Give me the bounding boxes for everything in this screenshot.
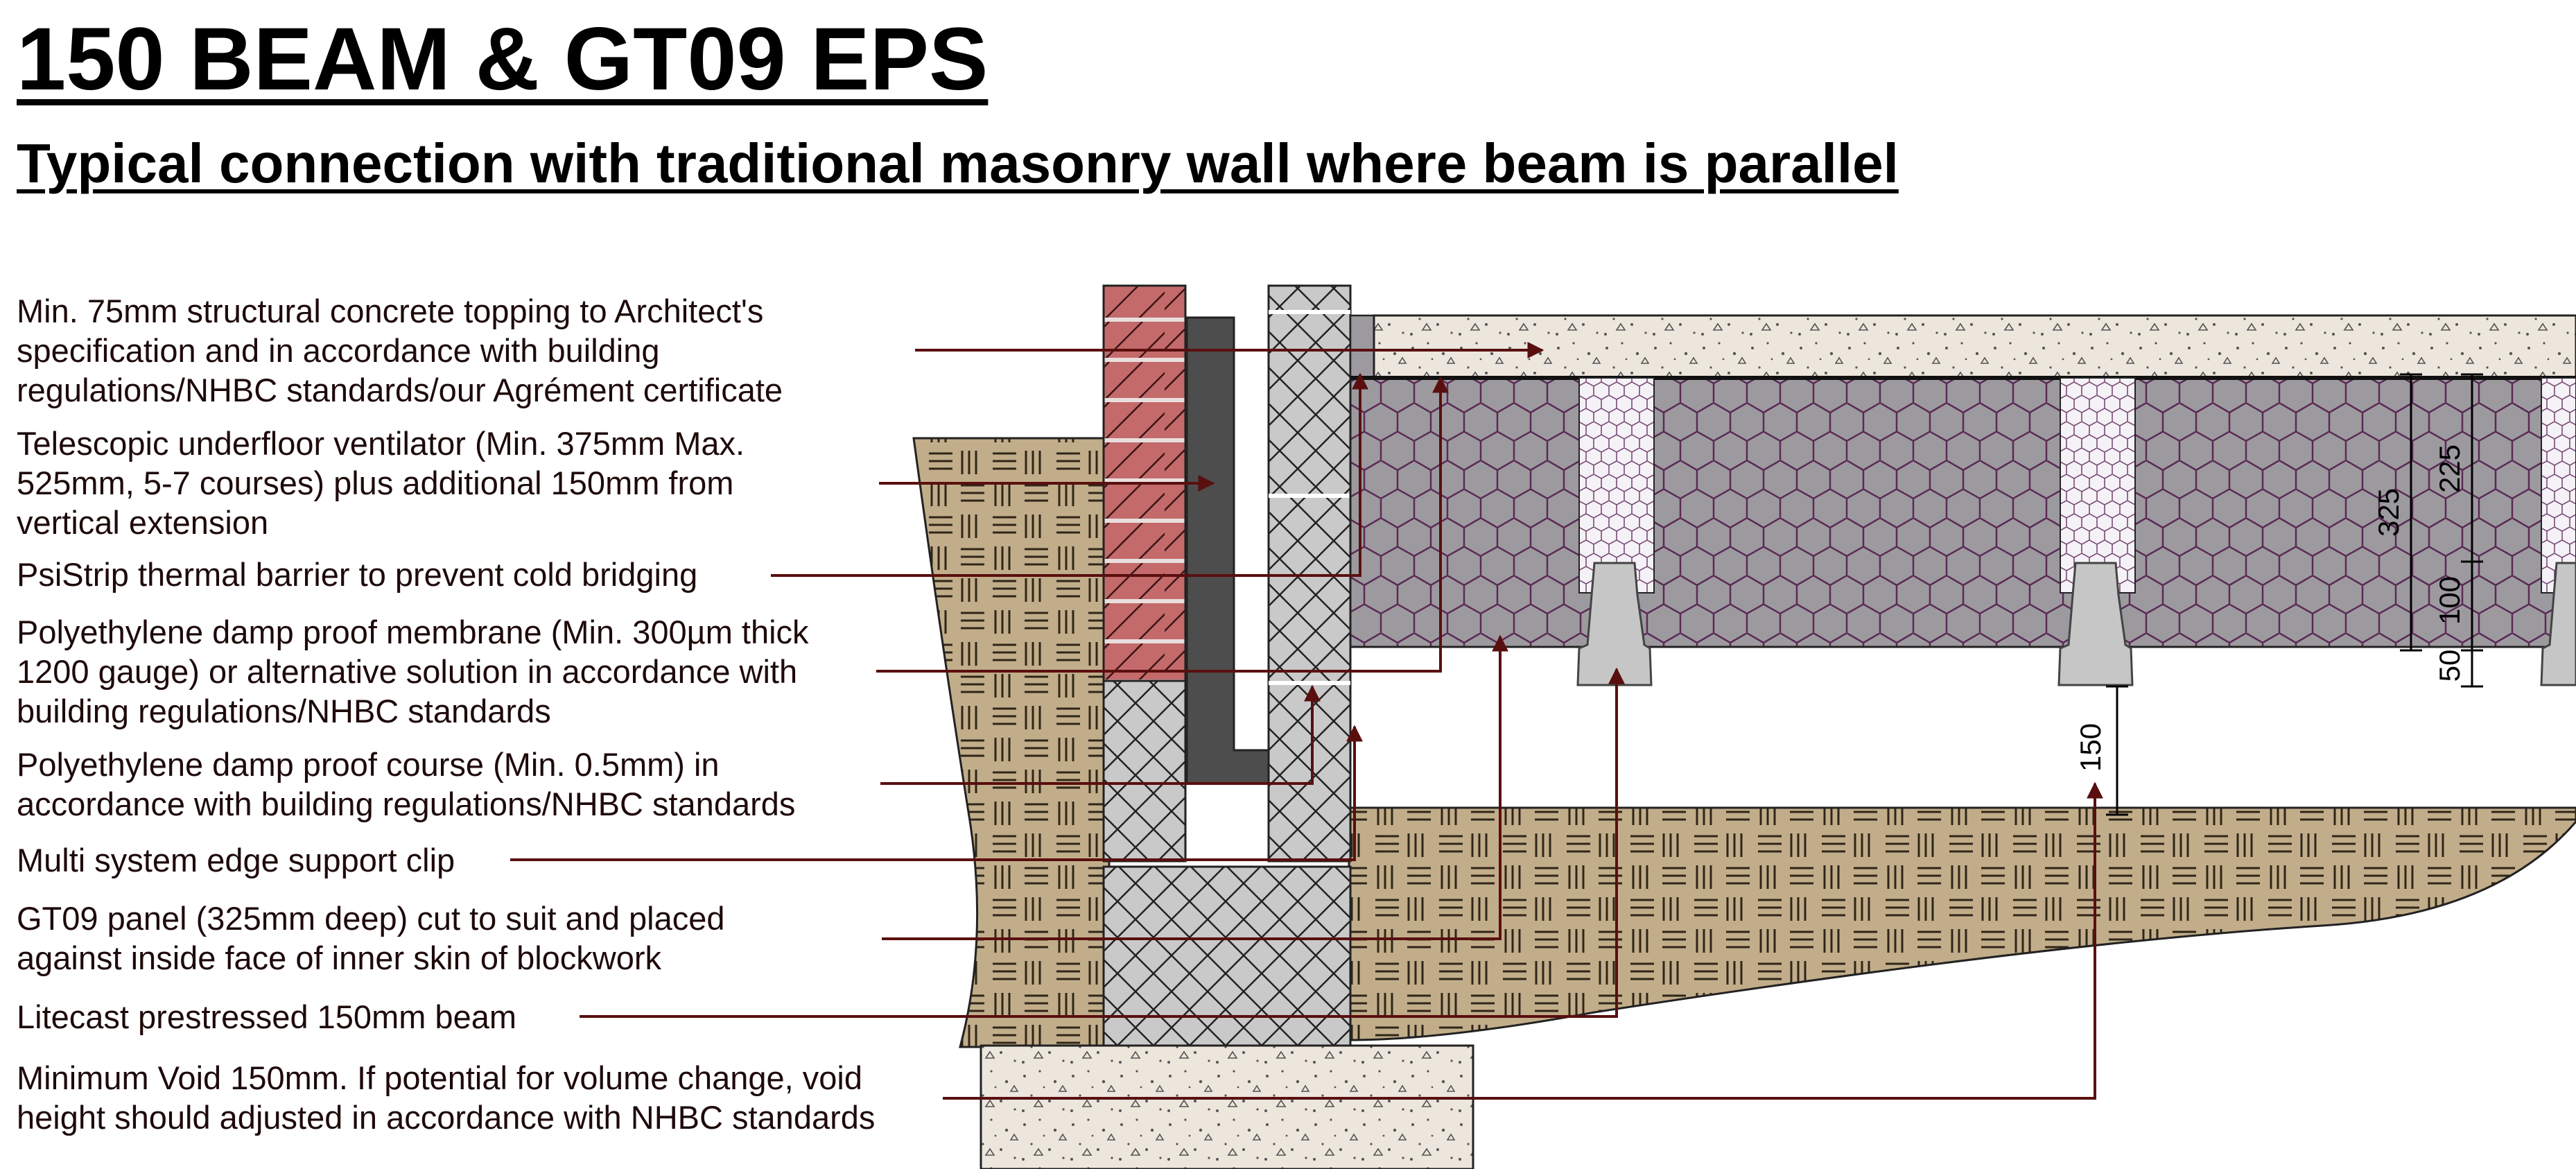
note-minimum-void: Minimum Void 150mm. If potential for vol… <box>17 1059 876 1136</box>
dimension-lines <box>2106 373 2483 816</box>
dimension-void-height: 150 <box>2074 723 2107 772</box>
ground-soil-right <box>1348 806 2576 1041</box>
dimension-beam-toe: 50 <box>2433 650 2466 682</box>
note-concrete-topping: Min. 75mm structural concrete topping to… <box>17 293 783 408</box>
eps-infill-strip-2 <box>2060 377 2136 594</box>
page-title: 150 BEAM & GT09 EPS <box>17 10 989 109</box>
page-subtitle: Typical connection with traditional maso… <box>17 132 1899 194</box>
note-damp-proof-membrane: Polyethylene damp proof membrane (Min. 3… <box>17 614 809 729</box>
dimension-eps-upper: 225 <box>2433 444 2466 493</box>
note-damp-proof-course: Polyethylene damp proof course (Min. 0.5… <box>17 746 796 822</box>
leader-gt09-panel <box>882 634 1508 940</box>
foundation-concrete <box>980 1044 1474 1169</box>
outer-leaf-blockwork <box>1102 679 1187 863</box>
eps-infill-strip-1 <box>1578 377 1655 594</box>
concrete-topping <box>1373 314 2576 379</box>
leader-edge-support-clip <box>510 725 1363 861</box>
note-edge-support-clip: Multi system edge support clip <box>17 842 455 878</box>
note-underfloor-ventilator: Telescopic underfloor ventilator (Min. 3… <box>17 425 745 541</box>
leader-psistrip <box>771 372 1368 577</box>
psistrip-thermal-barrier <box>1349 314 1375 379</box>
dimension-eps-lower: 100 <box>2433 576 2466 625</box>
ground-soil-left <box>912 437 1111 1048</box>
dimension-panel-depth: 325 <box>2372 488 2405 537</box>
leader-damp-proof-course <box>880 684 1321 785</box>
leader-minimum-void <box>943 781 2103 1100</box>
note-litecast-beam: Litecast prestressed 150mm beam <box>17 998 516 1035</box>
prestressed-beam-1 <box>1576 562 1653 686</box>
eps-infill-strip-3 <box>2541 377 2576 594</box>
foundation-blockwork <box>1102 865 1352 1047</box>
leader-litecast-beam <box>580 667 1625 1018</box>
leader-damp-proof-membrane <box>876 376 1449 673</box>
note-gt09-panel: GT09 panel (325mm deep) cut to suit and … <box>17 900 725 976</box>
underfloor-ventilator <box>1185 316 1270 785</box>
note-psistrip: PsiStrip thermal barrier to prevent cold… <box>17 556 698 593</box>
inner-leaf-blockwork <box>1267 284 1352 863</box>
prestressed-beam-2 <box>2057 562 2134 686</box>
prestressed-beam-3 <box>2540 562 2576 686</box>
